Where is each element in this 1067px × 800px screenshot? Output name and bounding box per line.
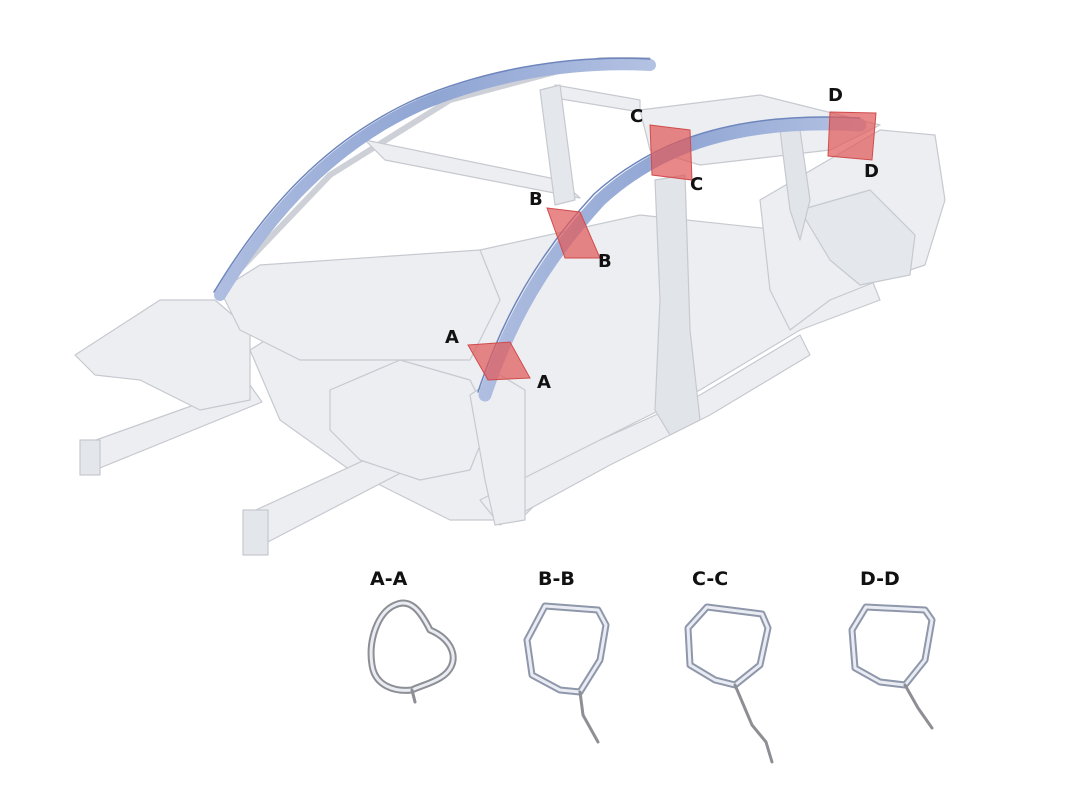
profile-b-flange bbox=[578, 690, 600, 744]
roof-rail-right bbox=[478, 117, 867, 402]
section-plane-b bbox=[546, 207, 601, 259]
marker-d-end: D bbox=[864, 161, 879, 182]
profile-b: B-B bbox=[523, 568, 610, 744]
cross-section-profiles: A-A B-B C-C D-D bbox=[367, 568, 936, 764]
profile-b-title: B-B bbox=[538, 568, 575, 590]
roof-bow-rear bbox=[554, 84, 641, 113]
marker-a-end: A bbox=[537, 372, 551, 393]
body-in-white bbox=[74, 57, 946, 556]
section-plane-d bbox=[827, 111, 877, 161]
profile-c: C-C bbox=[684, 568, 774, 764]
roof-rail-right-edge bbox=[477, 116, 861, 393]
profile-a: A-A bbox=[367, 568, 457, 704]
front-wheel-house-right bbox=[329, 359, 491, 481]
profile-c-flange bbox=[733, 683, 774, 764]
marker-d-start: D bbox=[828, 85, 843, 106]
profile-b-inner bbox=[525, 604, 608, 694]
marker-b-start: B bbox=[529, 189, 543, 210]
rocker-sill bbox=[479, 334, 811, 526]
profile-c-shape bbox=[684, 603, 772, 689]
profile-a-inner bbox=[369, 601, 455, 692]
front-rail-right-end bbox=[242, 509, 269, 556]
section-labels: A A B B C C D D bbox=[445, 85, 879, 393]
roof-rail-left bbox=[214, 58, 656, 301]
roof-bow-front bbox=[364, 139, 581, 199]
section-plane-a bbox=[467, 341, 531, 381]
roof-rails bbox=[213, 57, 867, 402]
profile-a-flange bbox=[410, 688, 417, 704]
section-planes bbox=[467, 111, 877, 381]
profile-d-title: D-D bbox=[860, 568, 900, 590]
front-rail-left-end bbox=[79, 439, 101, 476]
profile-a-title: A-A bbox=[370, 568, 408, 590]
front-wheel-house-left bbox=[74, 299, 251, 411]
profile-d: D-D bbox=[848, 568, 936, 730]
marker-b-end: B bbox=[598, 251, 612, 272]
profile-c-title: C-C bbox=[692, 568, 728, 590]
b-pillar-left bbox=[539, 84, 576, 206]
profile-d-inner bbox=[850, 605, 934, 687]
b-pillar bbox=[654, 174, 701, 436]
marker-a-start: A bbox=[445, 327, 459, 348]
roof-rail-left-edge bbox=[213, 57, 651, 293]
rear-wheel-house bbox=[799, 189, 916, 286]
dash-panel bbox=[219, 249, 501, 361]
marker-c-start: C bbox=[630, 106, 643, 127]
marker-c-end: C bbox=[690, 174, 703, 195]
profile-d-flange bbox=[903, 683, 934, 730]
section-plane-c bbox=[649, 124, 693, 181]
